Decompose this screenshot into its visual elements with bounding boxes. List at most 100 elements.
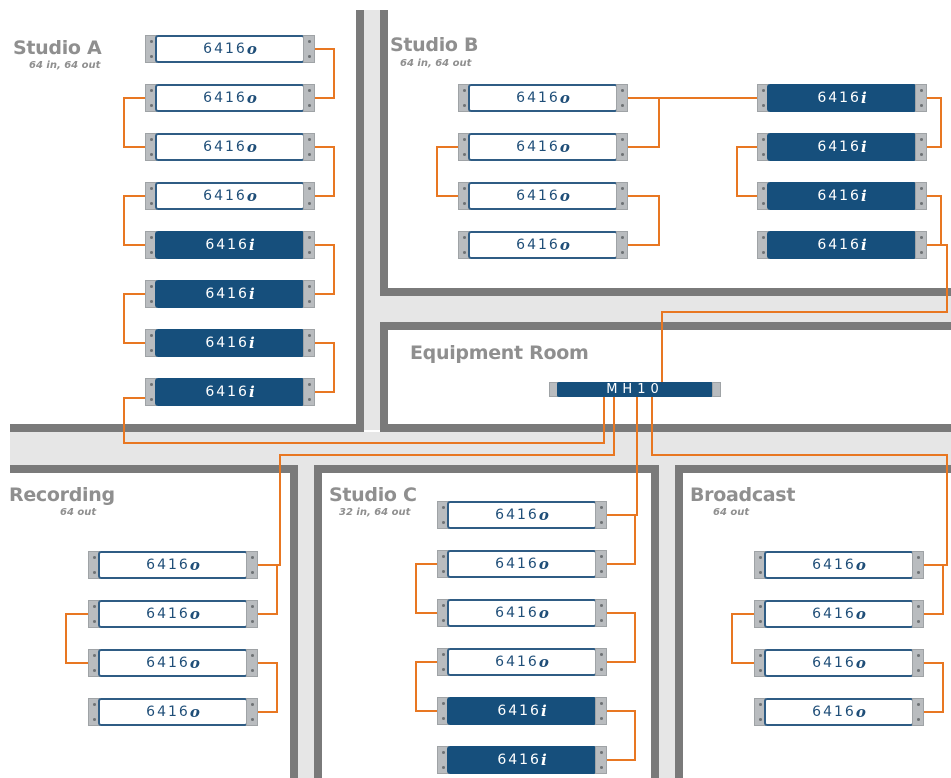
cable-studio-c-to-mh10 — [597, 397, 638, 516]
daisy-chain-cable — [248, 662, 278, 713]
wall — [10, 465, 298, 473]
device-model-suffix: o — [559, 236, 570, 254]
device-model-suffix: o — [246, 40, 257, 58]
device-model-label: 6416 — [205, 237, 249, 253]
daisy-chain-cable — [305, 342, 335, 393]
rack-ear-right — [915, 231, 927, 259]
wall — [290, 465, 298, 778]
daisy-chain-cable — [305, 48, 335, 99]
device-model-suffix: o — [559, 187, 570, 205]
rack-ear-right — [246, 551, 258, 579]
device-model-label: 6416 — [146, 704, 190, 720]
device-model-suffix: o — [538, 506, 549, 524]
device-model-label: 6416 — [495, 556, 539, 572]
device-model-label: 6416 — [203, 139, 247, 155]
daisy-chain-cable — [305, 146, 335, 197]
rack-ear-right — [912, 551, 924, 579]
device-model-label: 6416 — [516, 139, 560, 155]
room-subtitle-studio-a: 64 in, 64 out — [29, 60, 101, 71]
device-model-suffix: o — [189, 605, 200, 623]
device-model-suffix: i — [860, 236, 867, 254]
device-model-suffix: i — [248, 285, 255, 303]
rack-ear-right — [915, 84, 927, 112]
rack-ear-right — [595, 746, 607, 774]
device-model-suffix: i — [540, 702, 547, 720]
device-model-label: 6416 — [205, 286, 249, 302]
device-model-suffix: i — [540, 751, 547, 769]
daisy-chain-cable — [736, 146, 767, 197]
rack-ear-right — [616, 231, 628, 259]
device-model-suffix: o — [538, 604, 549, 622]
rack-ear-right — [595, 501, 607, 529]
rack-ear-right — [303, 133, 315, 161]
device-model-suffix: i — [860, 89, 867, 107]
corridor-east — [380, 296, 951, 322]
device-model-label: 6416 — [817, 139, 861, 155]
wall — [380, 322, 388, 432]
rack-ear-right — [912, 698, 924, 726]
rack-ear-right — [595, 599, 607, 627]
device-model-suffix: o — [855, 556, 866, 574]
device-model-suffix: i — [248, 383, 255, 401]
wall — [380, 424, 951, 432]
rack-ear-right — [915, 133, 927, 161]
device-model-suffix: o — [538, 653, 549, 671]
device-model-label: 6416 — [203, 90, 247, 106]
cable-broadcast-to-mh10 — [651, 397, 948, 566]
device-model-label: 6416 — [497, 752, 541, 768]
device-model-label: 6416 — [146, 557, 190, 573]
device-model-label: 6416 — [812, 655, 856, 671]
room-subtitle-broadcast: 64 out — [713, 507, 750, 518]
device-model-label: 6416 — [495, 507, 539, 523]
rack-ear-right — [595, 697, 607, 725]
wall — [380, 322, 951, 330]
rack-ear-right — [595, 648, 607, 676]
device-model-suffix: o — [246, 89, 257, 107]
wall — [651, 465, 659, 778]
device-model-suffix: o — [538, 555, 549, 573]
device-model-suffix: i — [860, 187, 867, 205]
device-model-label: 6416 — [812, 704, 856, 720]
device-model-label: 6416 — [205, 384, 249, 400]
device-model-label: 6416 — [812, 557, 856, 573]
wall — [388, 288, 951, 296]
wall — [675, 465, 951, 473]
mh10-label: MH10 — [557, 382, 713, 397]
